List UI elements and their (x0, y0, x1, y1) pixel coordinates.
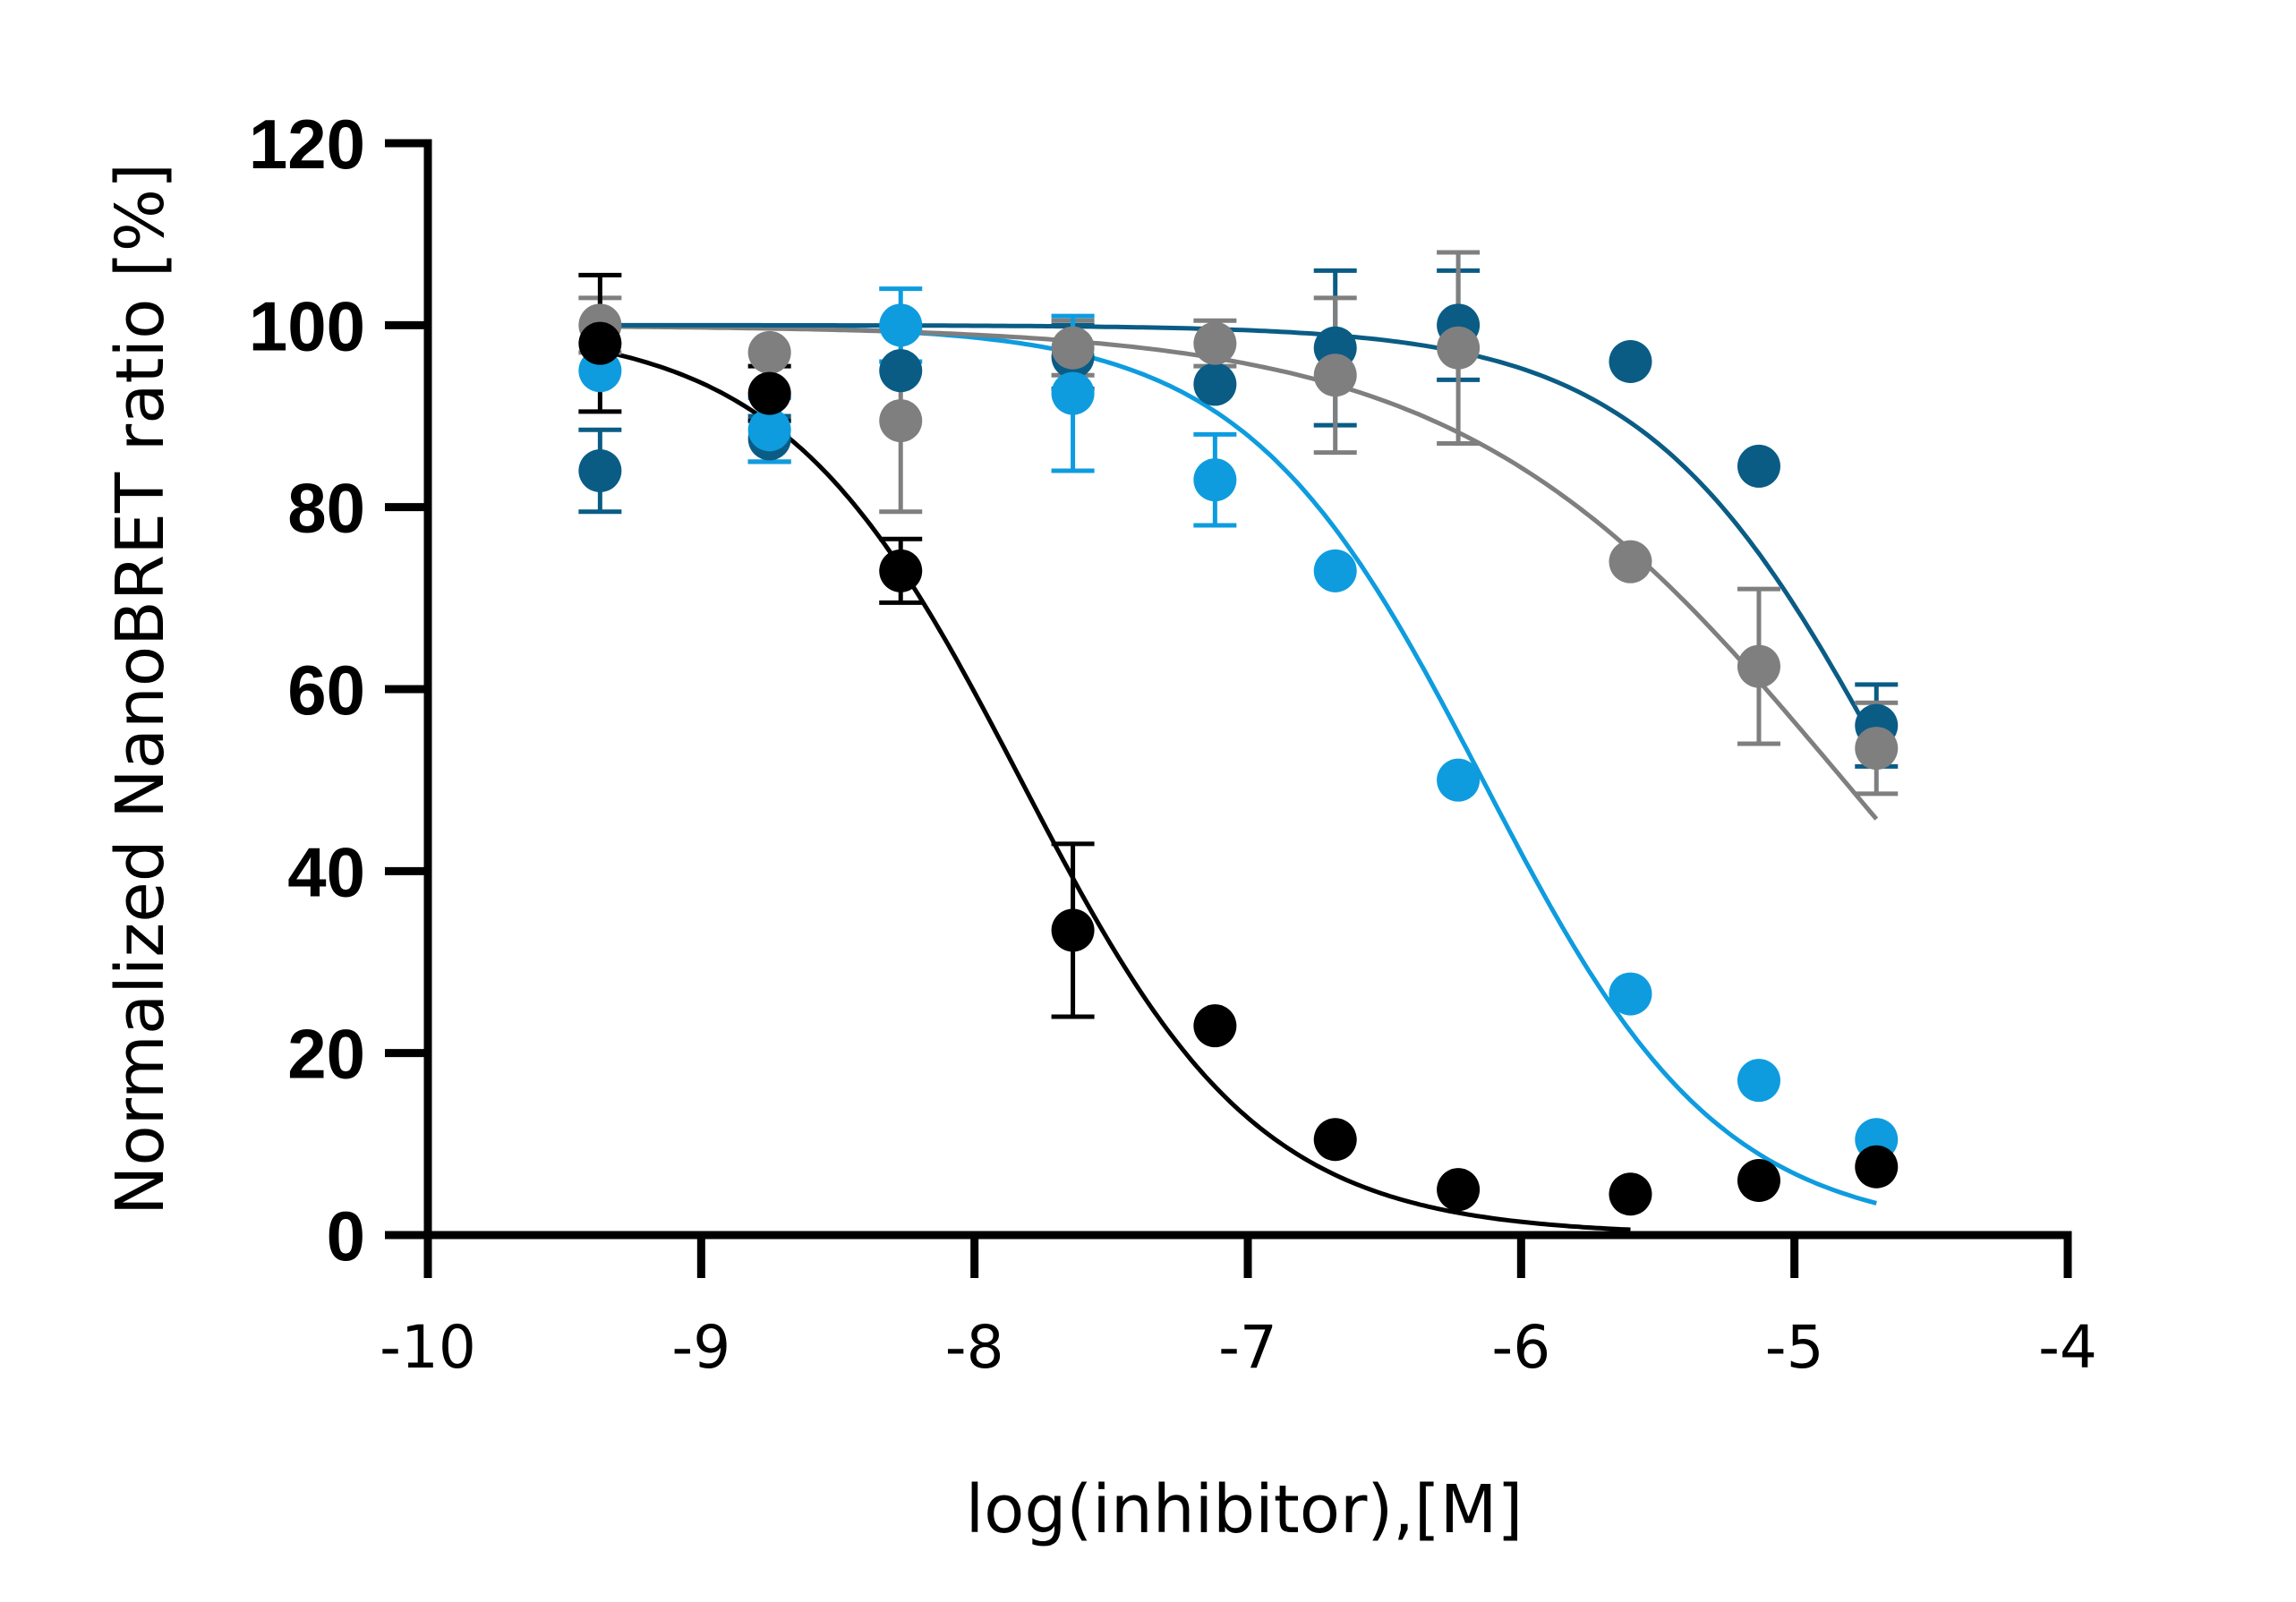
data-point-series-1 (747, 371, 791, 415)
data-point-series-4 (1193, 362, 1237, 406)
y-tick-label: 60 (287, 651, 365, 729)
data-point-series-3 (1609, 540, 1652, 584)
y-axis-title: Normalized NanoBRET ratio [%] (102, 163, 179, 1215)
fit-curve-2 (600, 323, 1877, 1206)
data-point-series-2 (747, 408, 791, 452)
data-point-series-3 (1313, 354, 1357, 397)
y-tick-label: 40 (287, 832, 365, 911)
axes (385, 139, 2072, 1278)
data-point-series-2 (879, 303, 923, 347)
data-point-series-2 (1313, 549, 1357, 592)
x-tick-label: -6 (1491, 1313, 1550, 1382)
fit-curve-4 (600, 322, 1879, 747)
x-tick-label: -7 (1218, 1313, 1277, 1382)
data-point-series-2 (1051, 371, 1095, 415)
data-point-series-1 (1193, 1004, 1237, 1048)
fit-curve-3 (600, 324, 1879, 821)
data-point-series-3 (747, 330, 791, 374)
x-tick-label: -5 (1765, 1313, 1824, 1382)
data-point-series-1 (578, 321, 622, 365)
data-point-series-3 (1193, 321, 1237, 365)
data-point-series-4 (879, 349, 923, 393)
data-point-series-1 (879, 549, 923, 592)
data-point-series-3 (879, 399, 923, 443)
x-tick-label: -8 (945, 1313, 1004, 1382)
data-point-series-2 (1437, 758, 1481, 802)
data-point-series-3 (1737, 644, 1780, 688)
x-axis-title: log(inhibitor),[M] (966, 1471, 1524, 1548)
y-tick-label: 100 (249, 286, 365, 365)
data-points (578, 303, 1899, 1216)
data-point-series-2 (1737, 1059, 1780, 1103)
fit-curves (599, 322, 1879, 1232)
data-point-series-2 (1609, 972, 1652, 1016)
data-point-series-3 (1855, 727, 1899, 771)
data-point-series-4 (578, 449, 622, 492)
data-point-series-4 (1737, 444, 1780, 488)
data-point-series-1 (1313, 1118, 1357, 1162)
data-point-series-2 (1193, 458, 1237, 502)
data-point-series-1 (1051, 908, 1095, 952)
y-tick-label: 80 (287, 469, 365, 548)
data-point-series-4 (1609, 340, 1652, 383)
data-point-series-1 (1855, 1145, 1899, 1189)
data-point-series-1 (1609, 1172, 1652, 1216)
data-point-series-3 (1051, 326, 1095, 370)
x-tick-label: -9 (671, 1313, 730, 1382)
x-tick-label: -10 (380, 1313, 476, 1382)
x-tick-label: -4 (2038, 1313, 2097, 1382)
y-tick-label: 20 (287, 1015, 365, 1094)
data-point-series-1 (1737, 1159, 1780, 1202)
data-point-series-1 (1437, 1168, 1481, 1212)
y-tick-label: 0 (327, 1197, 365, 1275)
y-tick-label: 120 (249, 105, 365, 183)
data-point-series-3 (1437, 326, 1481, 370)
tick-labels: -10 -9 -8 -7 -6 -5 -4 0 20 40 60 80 100 120 (249, 105, 2097, 1382)
